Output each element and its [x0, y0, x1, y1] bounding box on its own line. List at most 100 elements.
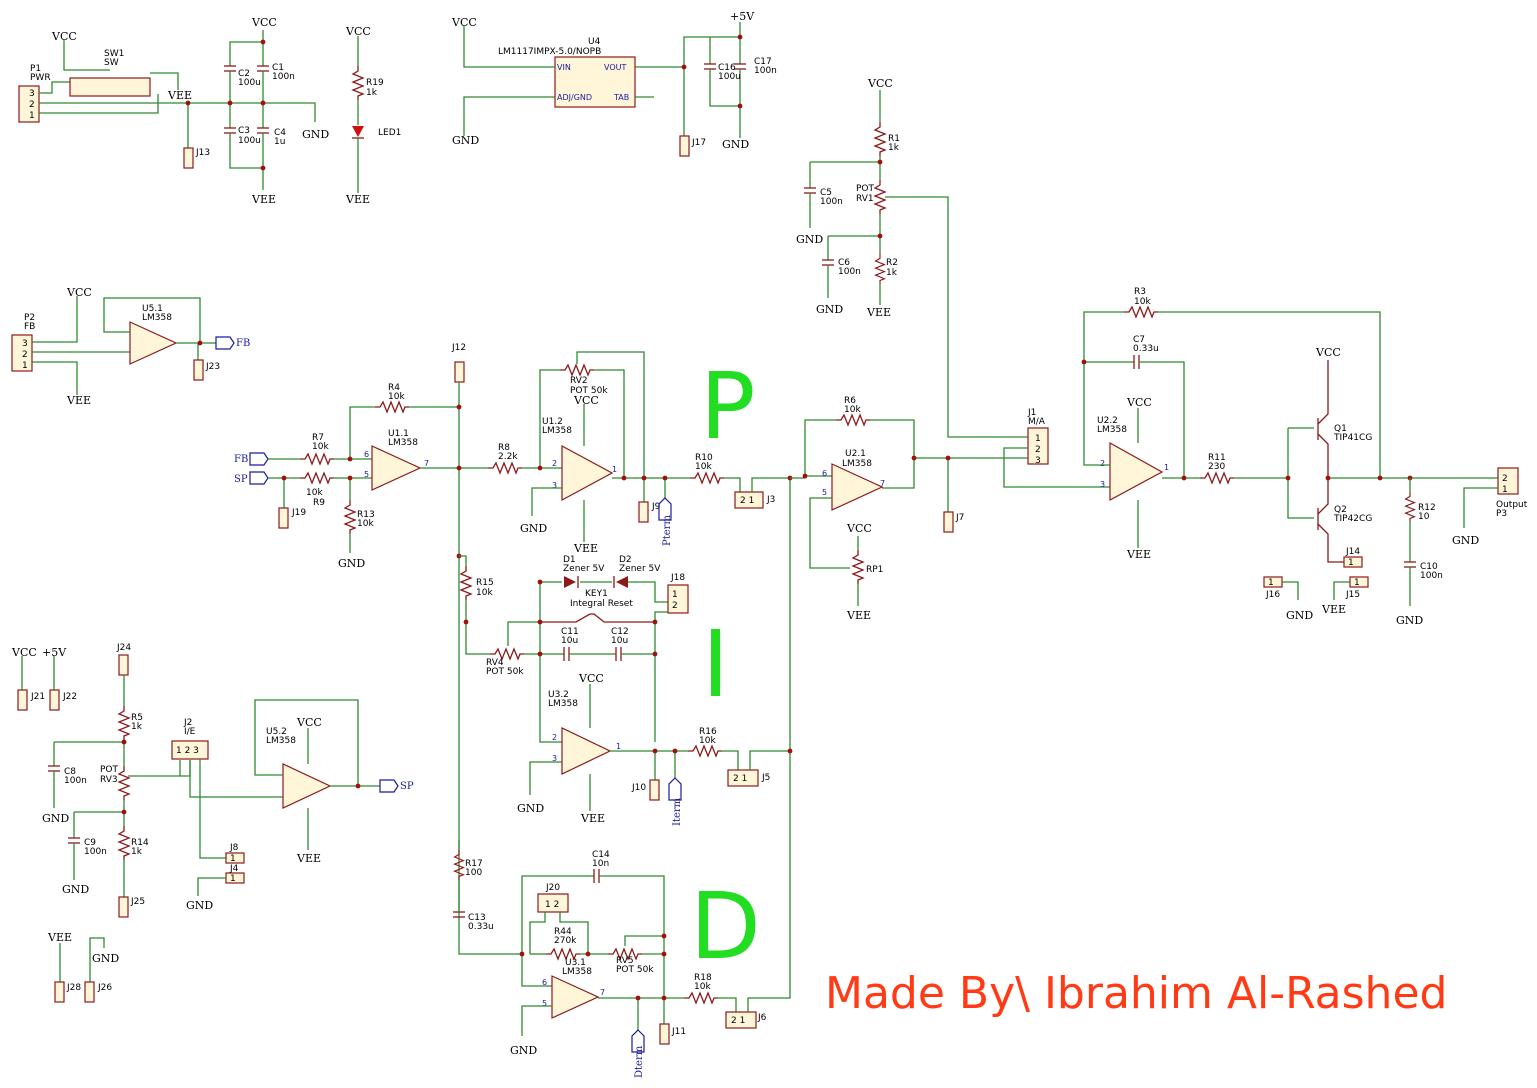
svg-text:2: 2 [1035, 445, 1041, 455]
svg-text:U2.1: U2.1 [845, 449, 866, 459]
svg-text:GND: GND [338, 557, 365, 570]
svg-text:GND: GND [520, 522, 547, 535]
svg-text:TIP41CG: TIP41CG [1333, 433, 1372, 443]
svg-text:J28: J28 [66, 983, 81, 993]
svg-text:GND: GND [1286, 609, 1313, 622]
svg-text:C17: C17 [754, 57, 772, 67]
svg-text:2: 2 [552, 733, 557, 742]
svg-text:1k: 1k [131, 847, 143, 857]
led1-ref: LED1 [378, 128, 401, 138]
svg-text:C2: C2 [238, 69, 250, 79]
svg-text:5: 5 [542, 999, 547, 1008]
regulator-section: U4 LM1117IMPX-5.0/NOPB VIN VOUT ADJ/GND … [451, 10, 777, 157]
svg-text:GND: GND [796, 233, 823, 246]
svg-text:1k: 1k [886, 268, 898, 278]
svg-text:Integral Reset: Integral Reset [570, 599, 633, 609]
svg-text:FB: FB [24, 322, 35, 332]
p-section-label: P [700, 353, 755, 460]
svg-text:1: 1 [1354, 578, 1360, 588]
svg-text:GND: GND [816, 303, 843, 316]
svg-text:U1.1: U1.1 [388, 429, 409, 439]
svg-text:U3.2: U3.2 [548, 690, 569, 700]
svg-text:7: 7 [424, 459, 429, 468]
svg-text:1: 1 [672, 590, 678, 600]
svg-text:Iterm: Iterm [672, 797, 683, 826]
svg-text:LM358: LM358 [1097, 425, 1127, 435]
sw1-ref: SW1 [104, 49, 124, 59]
svg-text:GND: GND [42, 812, 69, 825]
svg-text:3: 3 [552, 754, 557, 763]
svg-text:R1: R1 [888, 134, 900, 144]
svg-text:R16: R16 [699, 727, 717, 737]
d-section-label: D [690, 873, 761, 980]
svg-text:J15: J15 [1345, 590, 1360, 600]
svg-text:R4: R4 [388, 383, 400, 393]
svg-text:RV4: RV4 [486, 658, 504, 668]
svg-text:Output: Output [1496, 500, 1528, 510]
svg-text:GND: GND [517, 802, 544, 815]
svg-text:C10: C10 [1420, 562, 1438, 572]
svg-text:R13: R13 [357, 510, 375, 520]
svg-text:LM358: LM358 [266, 736, 296, 746]
svg-text:J26: J26 [97, 983, 112, 993]
svg-text:2: 2 [1100, 459, 1105, 468]
svg-text:R14: R14 [131, 838, 149, 848]
svg-text:10k: 10k [357, 519, 374, 529]
svg-text:5: 5 [364, 470, 369, 479]
svg-text:Dterm: Dterm [634, 1045, 645, 1078]
svg-text:VCC: VCC [578, 672, 604, 685]
svg-text:10k: 10k [844, 405, 861, 415]
svg-text:VCC: VCC [573, 394, 599, 407]
svg-text:2: 2 [672, 601, 678, 611]
svg-text:GND: GND [1452, 534, 1479, 547]
svg-text:VOUT: VOUT [604, 63, 626, 72]
sw1-name: SW [104, 58, 119, 68]
svg-text:J13: J13 [195, 148, 210, 158]
svg-text:R9: R9 [313, 498, 325, 508]
svg-text:J11: J11 [671, 1027, 686, 1037]
svg-text:GND: GND [722, 138, 749, 151]
svg-text:J8: J8 [229, 843, 239, 853]
svg-text:1: 1 [1502, 485, 1508, 495]
svg-text:VCC: VCC [451, 16, 477, 29]
svg-text:GND: GND [302, 128, 329, 141]
svg-text:R44: R44 [554, 927, 572, 937]
svg-text:Pterm: Pterm [662, 515, 673, 546]
svg-text:R6: R6 [844, 396, 856, 406]
svg-text:R11: R11 [1208, 453, 1226, 463]
svg-text:R7: R7 [312, 433, 324, 443]
svg-text:VCC: VCC [846, 522, 872, 535]
svg-text:VEE: VEE [866, 306, 891, 319]
svg-text:1: 1 [1035, 434, 1041, 444]
svg-text:VEE: VEE [47, 931, 72, 944]
svg-text:Zener 5V: Zener 5V [563, 564, 605, 574]
svg-text:3: 3 [22, 339, 28, 349]
svg-text:VEE: VEE [251, 193, 276, 206]
svg-text:LM358: LM358 [388, 438, 418, 448]
svg-text:GND: GND [452, 134, 479, 147]
svg-text:FB: FB [236, 338, 250, 349]
svg-text:2 1: 2 1 [731, 1016, 745, 1026]
svg-text:1: 1 [1268, 578, 1274, 588]
svg-text:C9: C9 [84, 838, 96, 848]
svg-text:1: 1 [230, 874, 236, 884]
u21-opamp [831, 463, 884, 511]
svg-text:VEE: VEE [345, 193, 370, 206]
svg-text:VCC: VCC [1126, 396, 1152, 409]
svg-text:C3: C3 [238, 126, 250, 136]
svg-text:J9: J9 [651, 502, 661, 512]
svg-text:10k: 10k [695, 462, 712, 472]
svg-text:100n: 100n [84, 847, 107, 857]
svg-text:R15: R15 [476, 578, 494, 588]
vcc-label: VCC [51, 30, 77, 43]
svg-text:VEE: VEE [1126, 548, 1151, 561]
svg-text:C11: C11 [561, 627, 579, 637]
svg-text:U3.1: U3.1 [565, 958, 586, 968]
svg-text:J6: J6 [757, 1013, 767, 1023]
svg-text:0.33u: 0.33u [468, 922, 494, 932]
u32-opamp [561, 727, 612, 775]
svg-text:R3: R3 [1134, 287, 1146, 297]
